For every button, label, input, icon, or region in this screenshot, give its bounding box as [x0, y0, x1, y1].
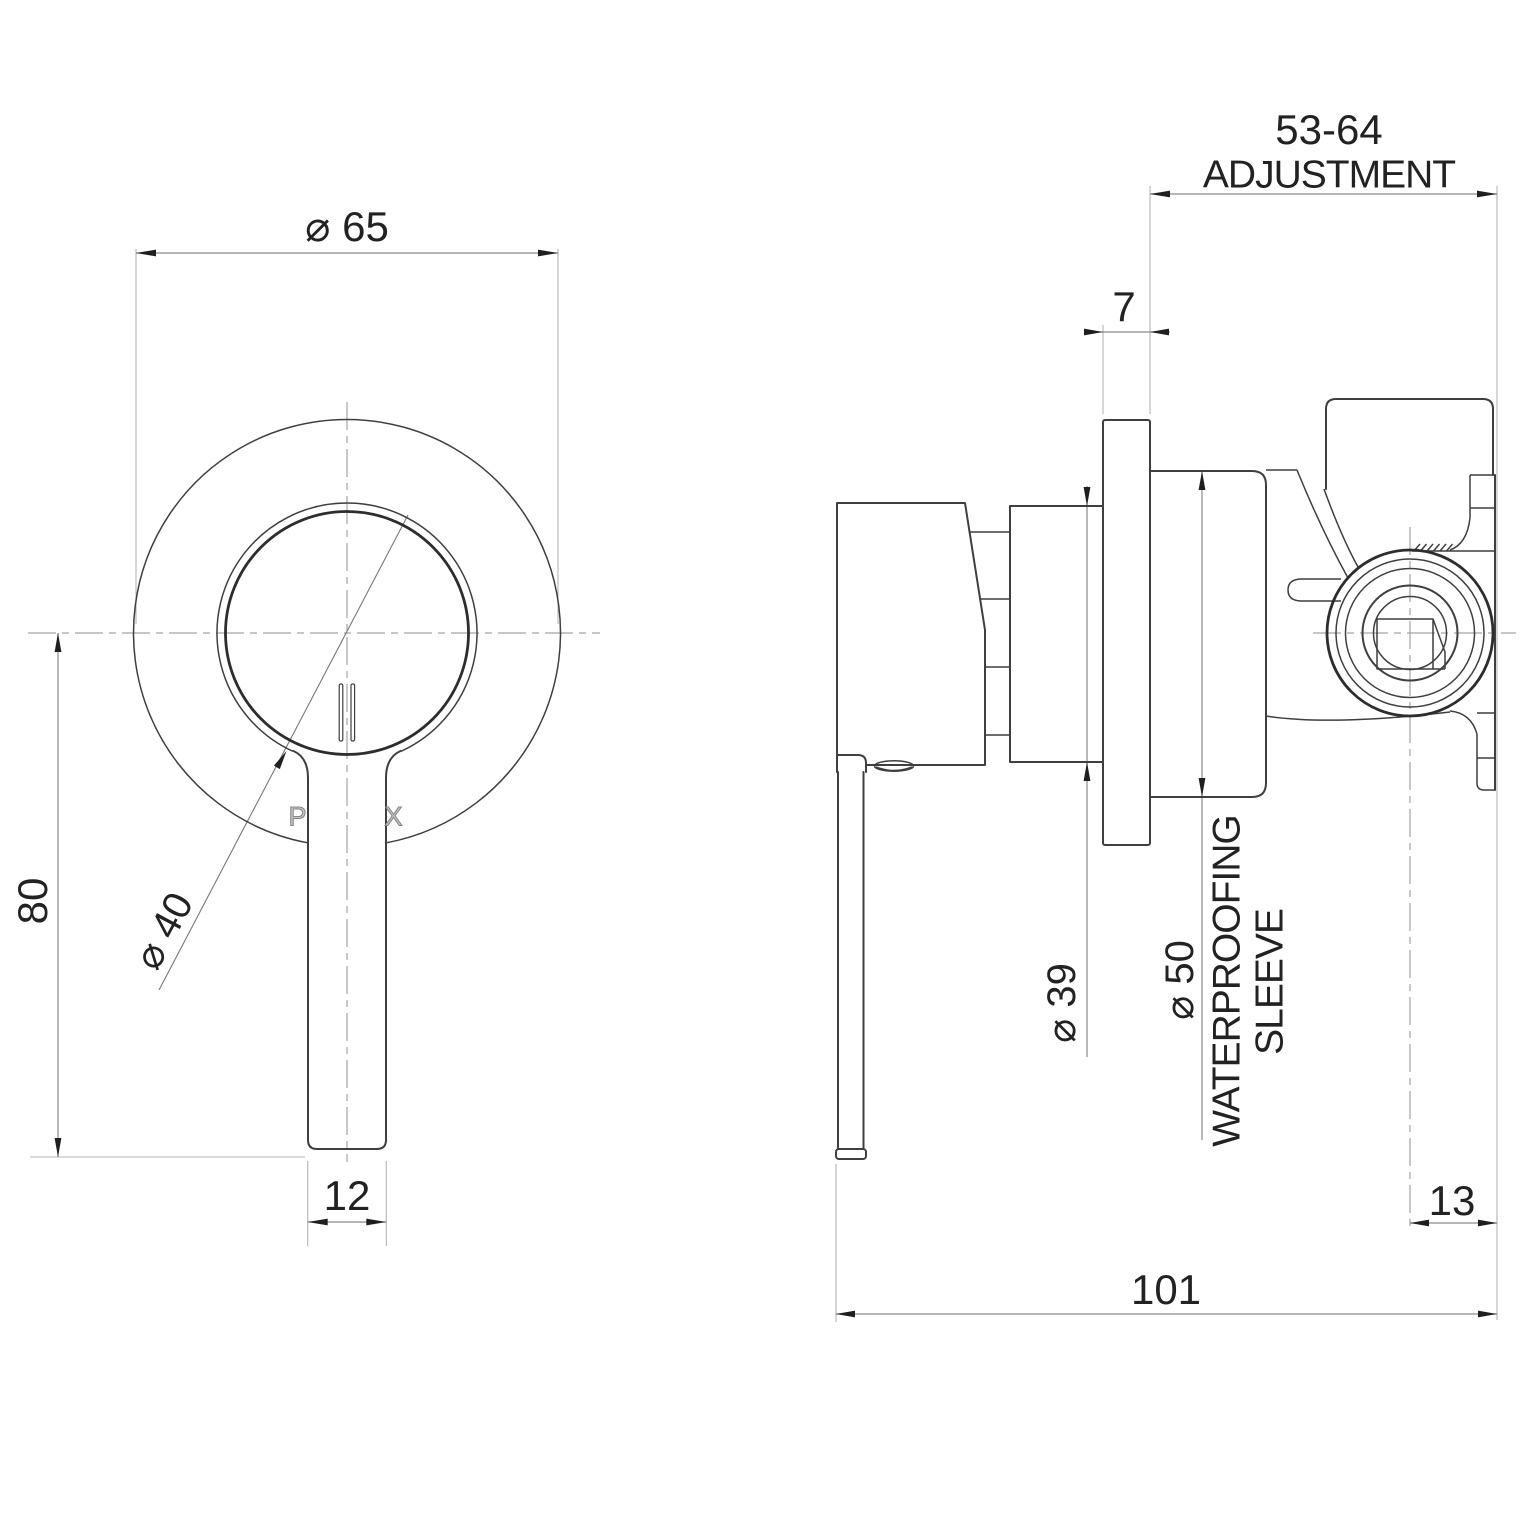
- dim-sleeve-diameter-label: ⌀ 50: [1158, 940, 1202, 1020]
- waterproofing-sleeve: [1149, 470, 1267, 798]
- knob-circles: [216, 502, 478, 756]
- dim-handle-width-label: 12: [323, 1172, 371, 1219]
- side-view: [835, 186, 1516, 1322]
- dim-adjustment-caption-label: ADJUSTMENT: [1202, 153, 1456, 197]
- front-view: [28, 249, 600, 1246]
- wall-flange: [1102, 419, 1151, 846]
- dim-body-diameter-label: ⌀ 39: [1040, 963, 1084, 1043]
- sleeve-caption-line2: SLEEVE: [1248, 909, 1292, 1055]
- front-dimension-arrows: [54, 249, 558, 1226]
- dim-handle-length-label: 80: [9, 877, 56, 925]
- sleeve-caption-line1: WATERPROOFING: [1205, 815, 1249, 1147]
- faceplate-circle: [132, 418, 562, 844]
- indicator-ticks: [338, 683, 356, 742]
- brand-letter-x: X: [384, 801, 404, 832]
- grub-screw: [873, 760, 915, 772]
- side-centerlines: [1313, 527, 1516, 1228]
- lever-handle-front: [292, 750, 402, 1150]
- side-dimension-arrows: [836, 190, 1497, 1318]
- lever-handle-side: [835, 502, 986, 1160]
- brand-letter-p: P: [288, 801, 308, 832]
- dim-overall-depth-label: 101: [1130, 1266, 1202, 1313]
- dim-centre-to-face-label: 13: [1428, 1177, 1476, 1224]
- front-centerlines: [28, 402, 600, 1162]
- dim-flange-thickness-label: 7: [1112, 283, 1136, 330]
- body-cylinder: [1009, 505, 1104, 763]
- dim-adjustment-range-label: 53-64: [1275, 106, 1383, 153]
- front-dimension-lines: [30, 249, 559, 1246]
- valve-body: [1265, 398, 1496, 791]
- side-dimension-lines: [835, 186, 1498, 1322]
- dim-faceplate-diameter-label: ⌀ 65: [305, 203, 389, 250]
- valve-stem: [969, 531, 1010, 736]
